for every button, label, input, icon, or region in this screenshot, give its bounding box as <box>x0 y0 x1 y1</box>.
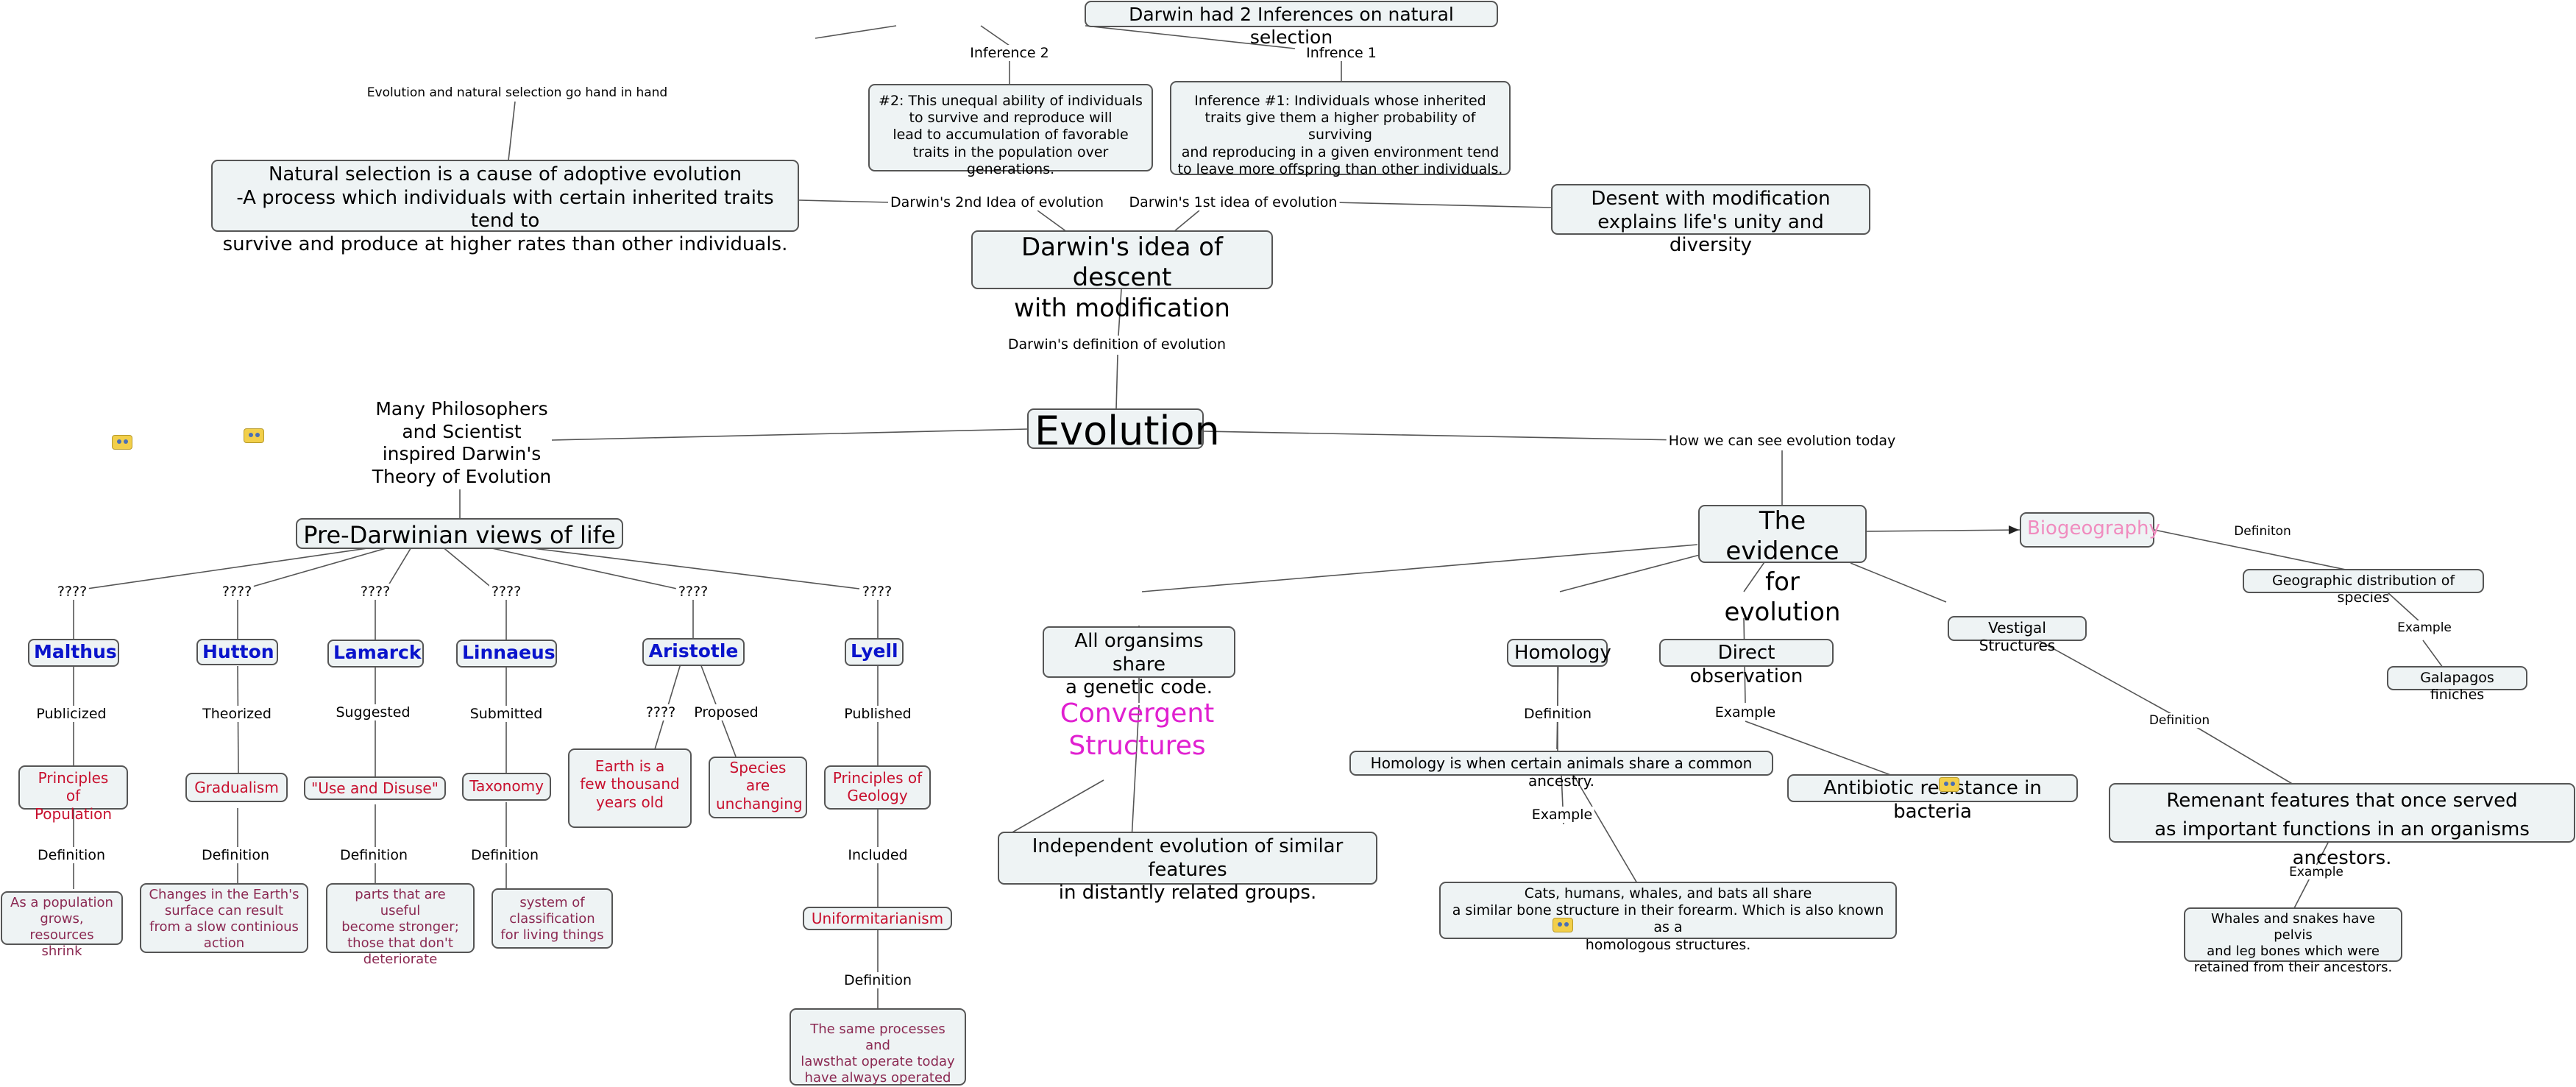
label-q-lamarck: ???? <box>358 584 393 600</box>
label-example-biogeography: Example <box>2395 620 2454 635</box>
natural-selection-node[interactable]: Natural selection is a cause of adoptive… <box>211 160 799 255</box>
label-first-idea: Darwin's 1st idea of evolution <box>1126 194 1340 210</box>
label-included: Included <box>845 847 910 863</box>
principles-geology-node[interactable]: Principles of Geology <box>824 765 931 810</box>
label-example-direct: Example <box>1712 704 1778 720</box>
homology-example-node[interactable]: Cats, humans, whales, and bats all share… <box>1439 882 1897 953</box>
convergent-structures-node[interactable]: Convergent Structures <box>1060 698 1215 761</box>
label-proposed: Proposed <box>692 704 761 720</box>
uniformitarianism-node[interactable]: Uniformitarianism <box>803 907 952 930</box>
emoticon-icon[interactable] <box>112 435 132 450</box>
homology-definition-node[interactable]: Homology is when certain animals share a… <box>1349 751 1773 790</box>
population-definition-node[interactable]: As a population grows, resources shrink <box>1 891 123 959</box>
principles-population-node[interactable]: Principles of Population <box>18 765 128 823</box>
evidence-node[interactable]: The evidence for evolution <box>1698 505 1867 627</box>
vestigial-node[interactable]: Vestigal Structures <box>1948 616 2087 654</box>
taxonomy-node[interactable]: Taxonomy <box>462 773 551 801</box>
inference-1-node[interactable]: Inference #1: Individuals whose inherite… <box>1170 81 1511 177</box>
label-definition-taxonomy: Definition <box>468 847 542 863</box>
label-hand-in-hand: Evolution and natural selection go hand … <box>364 85 670 100</box>
gradualism-definition-node[interactable]: Changes in the Earth's surface can resul… <box>140 883 308 953</box>
emoticon-icon[interactable] <box>1939 777 1959 792</box>
emoticon-icon[interactable] <box>244 428 264 443</box>
label-q-linnaeus: ???? <box>489 584 524 600</box>
direct-observation-node[interactable]: Direct observation <box>1659 639 1834 687</box>
lyell-node[interactable]: Lyell <box>845 638 904 666</box>
label-definition-gradualism: Definition <box>199 847 272 863</box>
remnant-node[interactable]: Remenant features that once served as im… <box>2109 783 2575 869</box>
geographic-distribution-node[interactable]: Geographic distribution of species <box>2243 569 2484 606</box>
label-published: Published <box>842 706 914 722</box>
label-example-vestigial: Example <box>2287 865 2346 879</box>
biogeography-node[interactable]: Biogeography <box>2020 512 2160 548</box>
label-how-we-see: How we can see evolution today <box>1666 433 1898 449</box>
use-disuse-node[interactable]: "Use and Disuse" <box>304 776 446 800</box>
darwin-idea-node[interactable]: Darwin's idea of descent with modificati… <box>971 230 1273 323</box>
emoticon-icon[interactable] <box>1553 918 1573 932</box>
galapagos-node[interactable]: Galapagos finiches <box>2387 666 2527 703</box>
taxonomy-definition-node[interactable]: system of classification for living thin… <box>492 888 613 949</box>
descent-modification-node[interactable]: Desent with modification explains life's… <box>1551 184 1870 256</box>
label-definition-vestigial: Definition <box>2146 713 2213 728</box>
label-q-malthus: ???? <box>54 584 90 600</box>
label-q-aristotle: ???? <box>675 584 711 600</box>
arrowhead-icon <box>2009 525 2019 534</box>
malthus-node[interactable]: Malthus <box>28 639 119 667</box>
philosophers-node[interactable]: Many Philosophers and Scientist inspired… <box>372 398 552 487</box>
label-definition-uniformitarianism: Definition <box>841 972 915 988</box>
label-suggested: Suggested <box>333 704 413 720</box>
label-q-hutton: ???? <box>219 584 255 600</box>
label-q-earth: ???? <box>643 704 678 720</box>
label-definition-population: Definition <box>35 847 108 863</box>
gradualism-node[interactable]: Gradualism <box>185 773 288 802</box>
whales-snakes-node[interactable]: Whales and snakes have pelvis and leg bo… <box>2184 907 2402 975</box>
label-inference-1: Infrence 1 <box>1304 45 1379 61</box>
antibiotic-node[interactable]: Antibiotic resistance in bacteria <box>1787 774 2078 823</box>
label-publicized: Publicized <box>34 706 109 722</box>
label-definition-of-evolution: Darwin's definition of evolution <box>1005 336 1229 353</box>
hutton-node[interactable]: Hutton <box>196 639 278 665</box>
label-example-homology: Example <box>1529 807 1595 823</box>
homology-node[interactable]: Homology <box>1507 639 1611 667</box>
label-submitted: Submitted <box>467 706 545 722</box>
label-q-lyell: ???? <box>859 584 895 600</box>
label-definition-homology: Definition <box>1521 706 1594 722</box>
evolution-node[interactable]: Evolution <box>1027 408 1220 451</box>
uniformitarianism-definition-node[interactable]: The same processes and lawsthat operate … <box>790 1008 966 1086</box>
linnaeus-node[interactable]: Linnaeus <box>456 640 557 668</box>
earth-old-node[interactable]: Earth is a few thousand years old <box>568 748 692 828</box>
label-definiton-biogeography: Definiton <box>2232 524 2293 539</box>
label-second-idea: Darwin's 2nd Idea of evolution <box>887 194 1107 210</box>
lamarck-definition-node[interactable]: parts that are useful become stronger; t… <box>326 883 475 967</box>
inference-2-node[interactable]: #2: This unequal ability of individuals … <box>868 84 1153 177</box>
pre-darwinian-node[interactable]: Pre-Darwinian views of life <box>296 518 623 549</box>
aristotle-node[interactable]: Aristotle <box>642 638 745 666</box>
independent-evolution-node[interactable]: Independent evolution of similar feature… <box>998 832 1377 904</box>
title-node[interactable]: Darwin had 2 Inferences on natural selec… <box>1085 1 1498 48</box>
genetic-code-node[interactable]: All organsims share a genetic code. <box>1043 626 1235 698</box>
label-inference-2: Inference 2 <box>968 45 1051 61</box>
species-unchanging-node[interactable]: Species are unchanging <box>709 757 807 818</box>
label-theorized: Theorized <box>200 706 274 722</box>
lamarck-node[interactable]: Lamarck <box>327 640 424 668</box>
label-definition-lamarck: Definition <box>337 847 411 863</box>
